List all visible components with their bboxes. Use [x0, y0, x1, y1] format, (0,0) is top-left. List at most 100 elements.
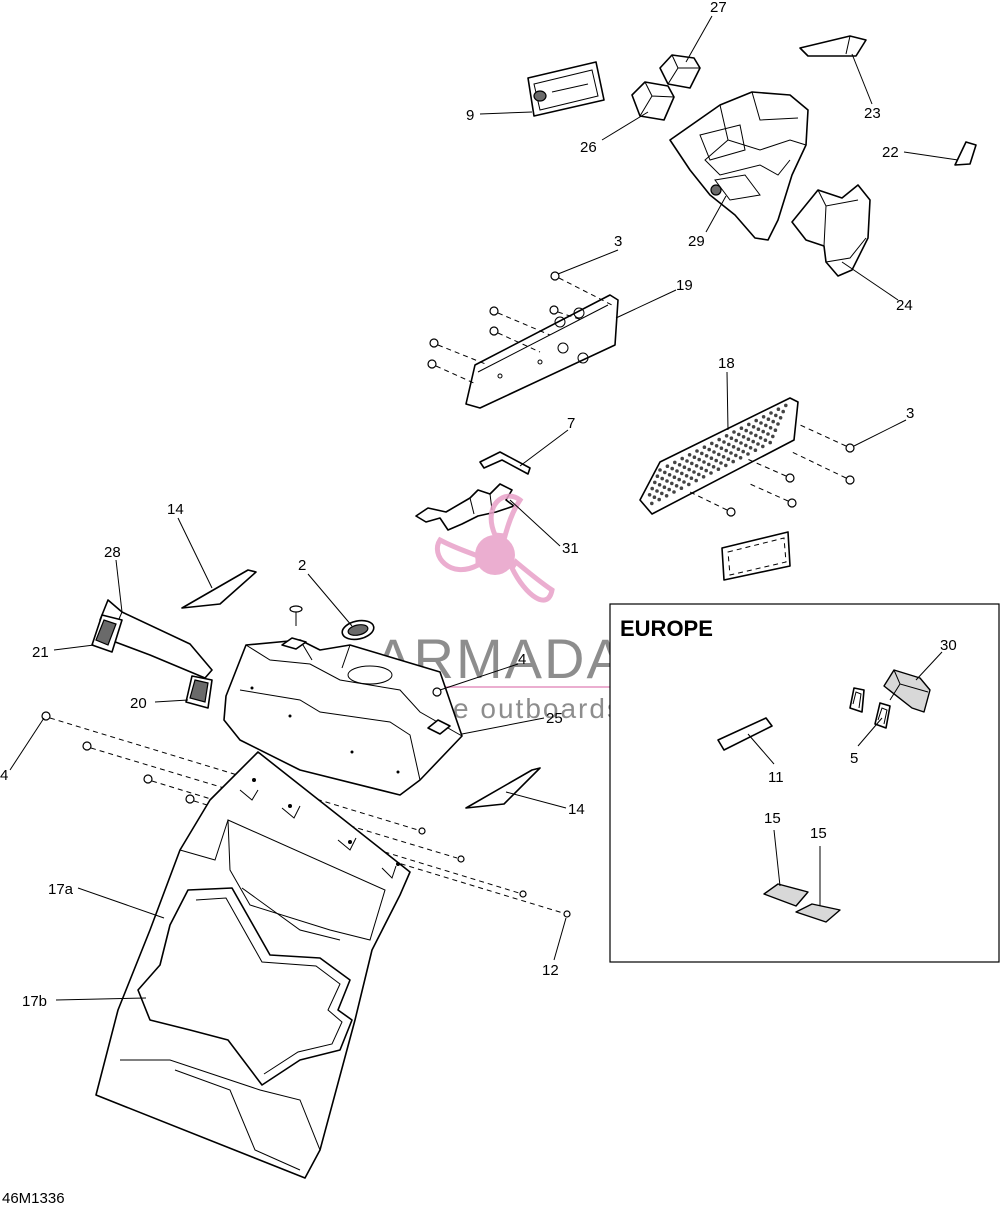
perforation-hole [768, 440, 772, 445]
perforation-hole [687, 467, 691, 472]
perforation-hole [704, 454, 709, 458]
perforation-hole [695, 449, 699, 453]
perforation-hole [647, 493, 652, 497]
perforation-hole [658, 468, 662, 472]
callout-5: 5 [850, 750, 858, 767]
part-9-plate [527, 61, 605, 117]
perforation-hole [747, 422, 751, 427]
callout-31: 31 [562, 540, 579, 557]
perforation-hole [729, 436, 734, 441]
part-18-perforated-panel [639, 397, 799, 515]
perforation-hole [660, 491, 664, 496]
perforation-hole [724, 463, 728, 468]
perforation-hole [734, 438, 738, 443]
perforation-hole [665, 464, 670, 469]
drawing-code: 46M1336 [2, 1190, 65, 1206]
callout-24: 24 [896, 297, 913, 314]
perforation-hole [774, 413, 778, 418]
fasteners-panel-18 [689, 423, 855, 581]
part-27-cap [659, 54, 701, 89]
callout-25: 25 [546, 710, 563, 727]
callout-14-top: 14 [167, 501, 184, 518]
perforation-hole [687, 482, 691, 487]
inset-europe: EUROPE [609, 603, 1000, 963]
perforation-hole [716, 467, 721, 472]
callout-19: 19 [676, 277, 693, 294]
part-29-bracket [669, 91, 809, 241]
perforation-hole [746, 452, 750, 456]
perforation-hole [741, 435, 746, 439]
part-22-decal [954, 141, 977, 166]
perforation-hole [672, 490, 676, 494]
perforation-hole [689, 476, 694, 481]
part-25-console [223, 637, 463, 796]
perforation-hole [660, 476, 664, 481]
fasteners-panel-19 [427, 271, 613, 385]
perforation-hole [700, 451, 704, 456]
callout-12: 12 [542, 962, 559, 979]
perforation-hole [734, 453, 738, 458]
perforation-hole [771, 419, 775, 424]
perforation-hole [714, 458, 718, 463]
perforation-hole [707, 462, 711, 467]
part-26-cap [631, 81, 675, 121]
perforation-hole [650, 501, 654, 506]
callout-23: 23 [864, 105, 881, 122]
perforation-hole [680, 471, 684, 476]
perforation-hole [719, 446, 724, 451]
perforation-hole [670, 481, 674, 486]
perforation-hole [663, 470, 667, 475]
perforation-hole [727, 442, 731, 447]
callout-3-right: 3 [906, 405, 914, 422]
perforation-hole [653, 480, 657, 485]
leader-lines [9, 15, 959, 1001]
perforation-hole [685, 459, 689, 463]
perforation-hole [751, 425, 756, 429]
perforation-hole [665, 479, 669, 483]
perforation-hole [692, 455, 697, 460]
perforation-hole [670, 466, 674, 471]
perforation-hole [657, 483, 662, 487]
inset-title: EUROPE [620, 616, 713, 641]
part-11-plate [717, 717, 773, 751]
perforation-hole [768, 426, 773, 430]
part-14-decal-bottom [465, 767, 541, 809]
perforation-hole [704, 468, 708, 473]
callout-9: 9 [466, 107, 474, 124]
perforation-hole [679, 486, 684, 491]
perforation-hole [709, 456, 714, 461]
perforation-hole [675, 469, 679, 473]
perforation-hole [773, 428, 778, 433]
perforation-hole [771, 434, 775, 439]
perforation-hole [769, 411, 773, 415]
perforation-hole [694, 478, 698, 483]
perforation-hole [664, 494, 669, 498]
perforation-hole [761, 415, 766, 419]
callout-17a: 17a [48, 881, 74, 898]
perforation-hole [667, 487, 671, 492]
perforation-hole [677, 477, 681, 482]
perforation-hole [697, 457, 701, 462]
perforation-hole [707, 447, 711, 452]
callout-2: 2 [298, 557, 306, 574]
perforation-hole [776, 422, 780, 426]
perforation-hole [694, 464, 699, 468]
part-17b-mat [137, 887, 353, 1086]
perforation-hole [719, 461, 723, 465]
perforation-hole [748, 446, 753, 450]
perforation-hole [724, 448, 728, 453]
callout-4-console: 4 [518, 651, 526, 668]
perforation-hole [684, 474, 689, 478]
part-31-bracket [415, 483, 515, 531]
fastener-top-screw [289, 605, 303, 626]
callout-18: 18 [718, 355, 735, 372]
callout-3-upper: 3 [614, 233, 622, 250]
perforation-hole [739, 441, 743, 445]
part-19-panel [465, 294, 619, 409]
perforation-hole [724, 434, 729, 438]
callout-22: 22 [882, 144, 899, 161]
callout-21: 21 [32, 644, 49, 661]
perforation-hole [717, 437, 721, 442]
callout-30: 30 [940, 637, 957, 654]
